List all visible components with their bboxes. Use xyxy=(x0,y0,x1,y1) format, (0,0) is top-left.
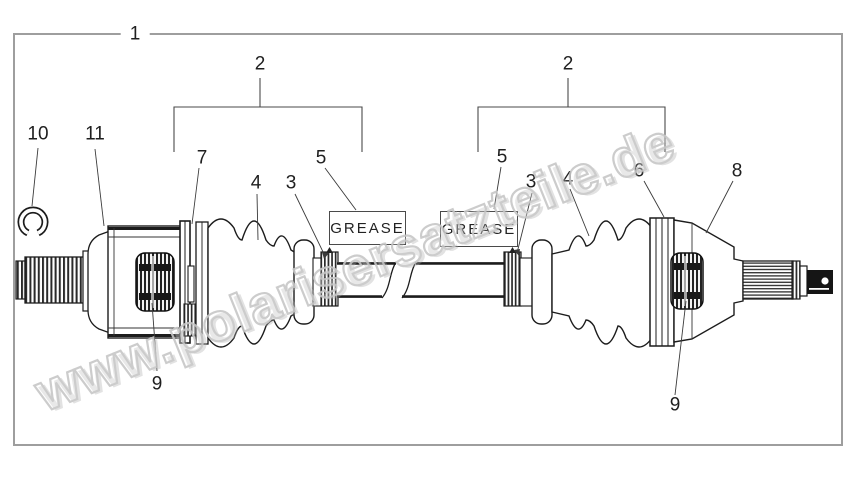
bracket-left xyxy=(173,78,363,152)
boot-clamp-right-large-drawing xyxy=(649,217,675,347)
leader-lines xyxy=(31,147,734,396)
callout-part-4-left: 4 xyxy=(250,172,262,194)
callout-part-2-left: 2 xyxy=(254,53,266,75)
callout-part-10: 10 xyxy=(27,123,49,145)
callout-part-9-left: 9 xyxy=(151,373,163,395)
bearing-right-drawing xyxy=(670,252,704,310)
grease-label-right: GREASE xyxy=(441,220,517,238)
callout-part-4-right: 4 xyxy=(562,168,574,190)
callout-part-3-left: 3 xyxy=(285,172,297,194)
callout-part-5-right: 5 xyxy=(496,146,508,168)
stub-spline-right-drawing xyxy=(742,260,808,300)
callout-part-6: 6 xyxy=(633,160,645,182)
stub-spline-left-drawing xyxy=(15,250,92,312)
callout-part-3-right: 3 xyxy=(525,171,537,193)
callout-part-2-right: 2 xyxy=(562,53,574,75)
grease-label-left: GREASE xyxy=(330,219,405,237)
threaded-end-drawing xyxy=(807,270,833,294)
bracket-right xyxy=(477,78,666,152)
callout-part-1: 1 xyxy=(120,24,150,44)
diagram-frame xyxy=(13,33,843,446)
callout-part-11: 11 xyxy=(85,123,105,145)
boot-left-drawing xyxy=(207,218,323,348)
callout-part-7: 7 xyxy=(196,147,208,169)
callout-part-5-left: 5 xyxy=(315,147,327,169)
boot-right-drawing xyxy=(531,218,653,348)
shaft-drawing xyxy=(337,261,506,299)
snap-ring-drawing xyxy=(17,206,49,237)
grease-box-left: GREASE xyxy=(329,211,406,245)
callout-part-8: 8 xyxy=(731,160,743,182)
bearing-left-drawing xyxy=(135,252,175,312)
callout-part-9-right: 9 xyxy=(669,394,681,416)
inner-joint-housing-drawing xyxy=(87,220,191,344)
boot-clamp-right-small-drawing xyxy=(503,247,534,307)
grease-box-right: GREASE xyxy=(440,211,518,247)
